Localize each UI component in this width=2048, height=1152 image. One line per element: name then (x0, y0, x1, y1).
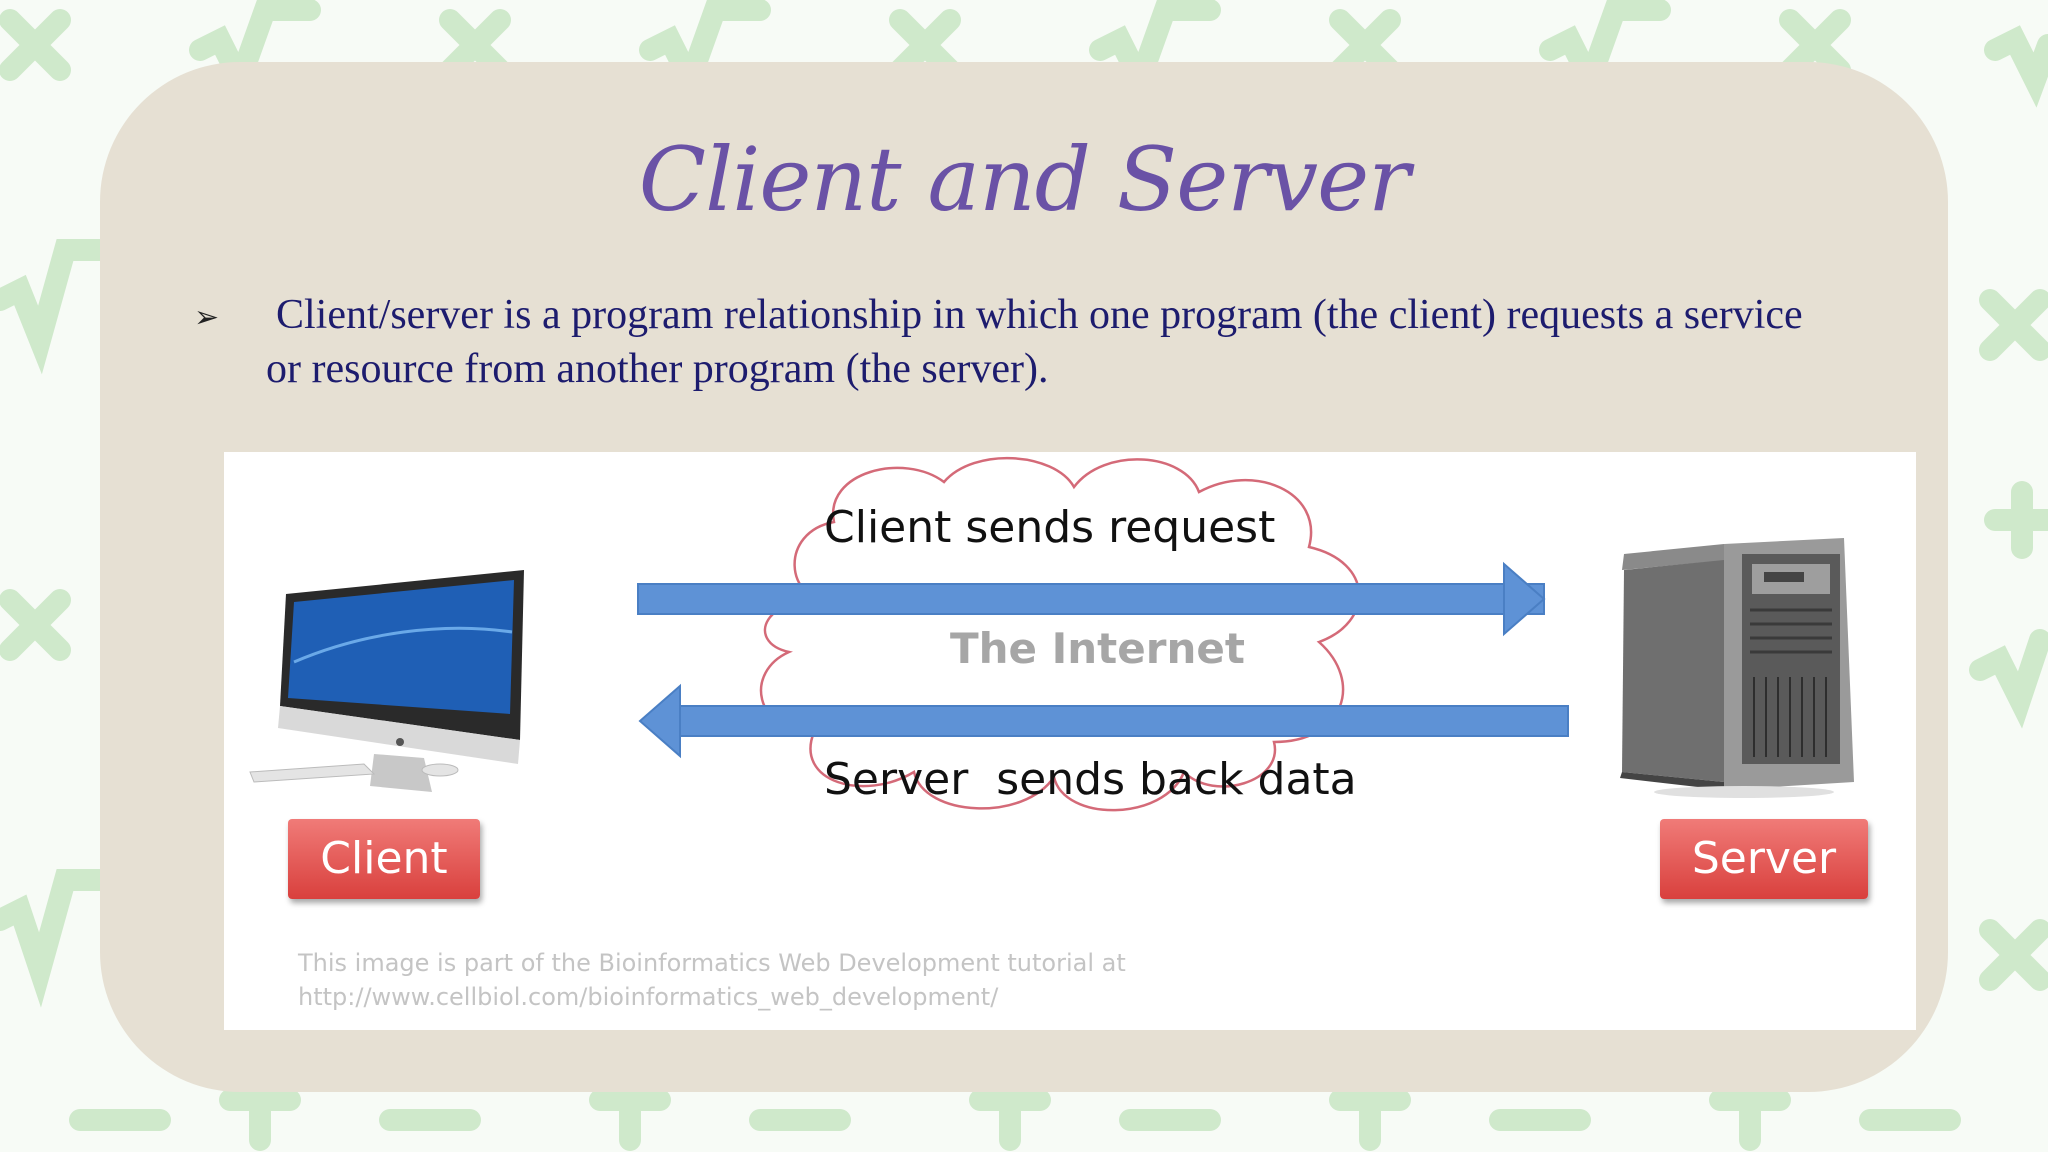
image-credit-caption: This image is part of the Bioinformatics… (298, 946, 1126, 1014)
slide-title: Client and Server (638, 128, 1410, 231)
request-label: Client sends request (824, 502, 1276, 553)
request-arrow (637, 561, 1546, 637)
response-label: Server sends back data (824, 754, 1357, 805)
server-label-box: Server (1660, 819, 1868, 899)
caption-line-2: http://www.cellbiol.com/bioinformatics_w… (298, 983, 999, 1011)
bullet-arrow-icon: ➢ (194, 300, 220, 335)
response-arrow (638, 683, 1569, 759)
bullet-text: Client/server is a program relationship … (266, 292, 1803, 392)
caption-line-1: This image is part of the Bioinformatics… (298, 949, 1126, 977)
client-label-box: Client (288, 819, 480, 899)
tower-server-icon (1620, 538, 1854, 798)
imac-computer-icon (249, 570, 524, 792)
client-server-diagram: Client sends request The Internet Server… (224, 452, 1916, 1030)
internet-label: The Internet (950, 624, 1245, 673)
